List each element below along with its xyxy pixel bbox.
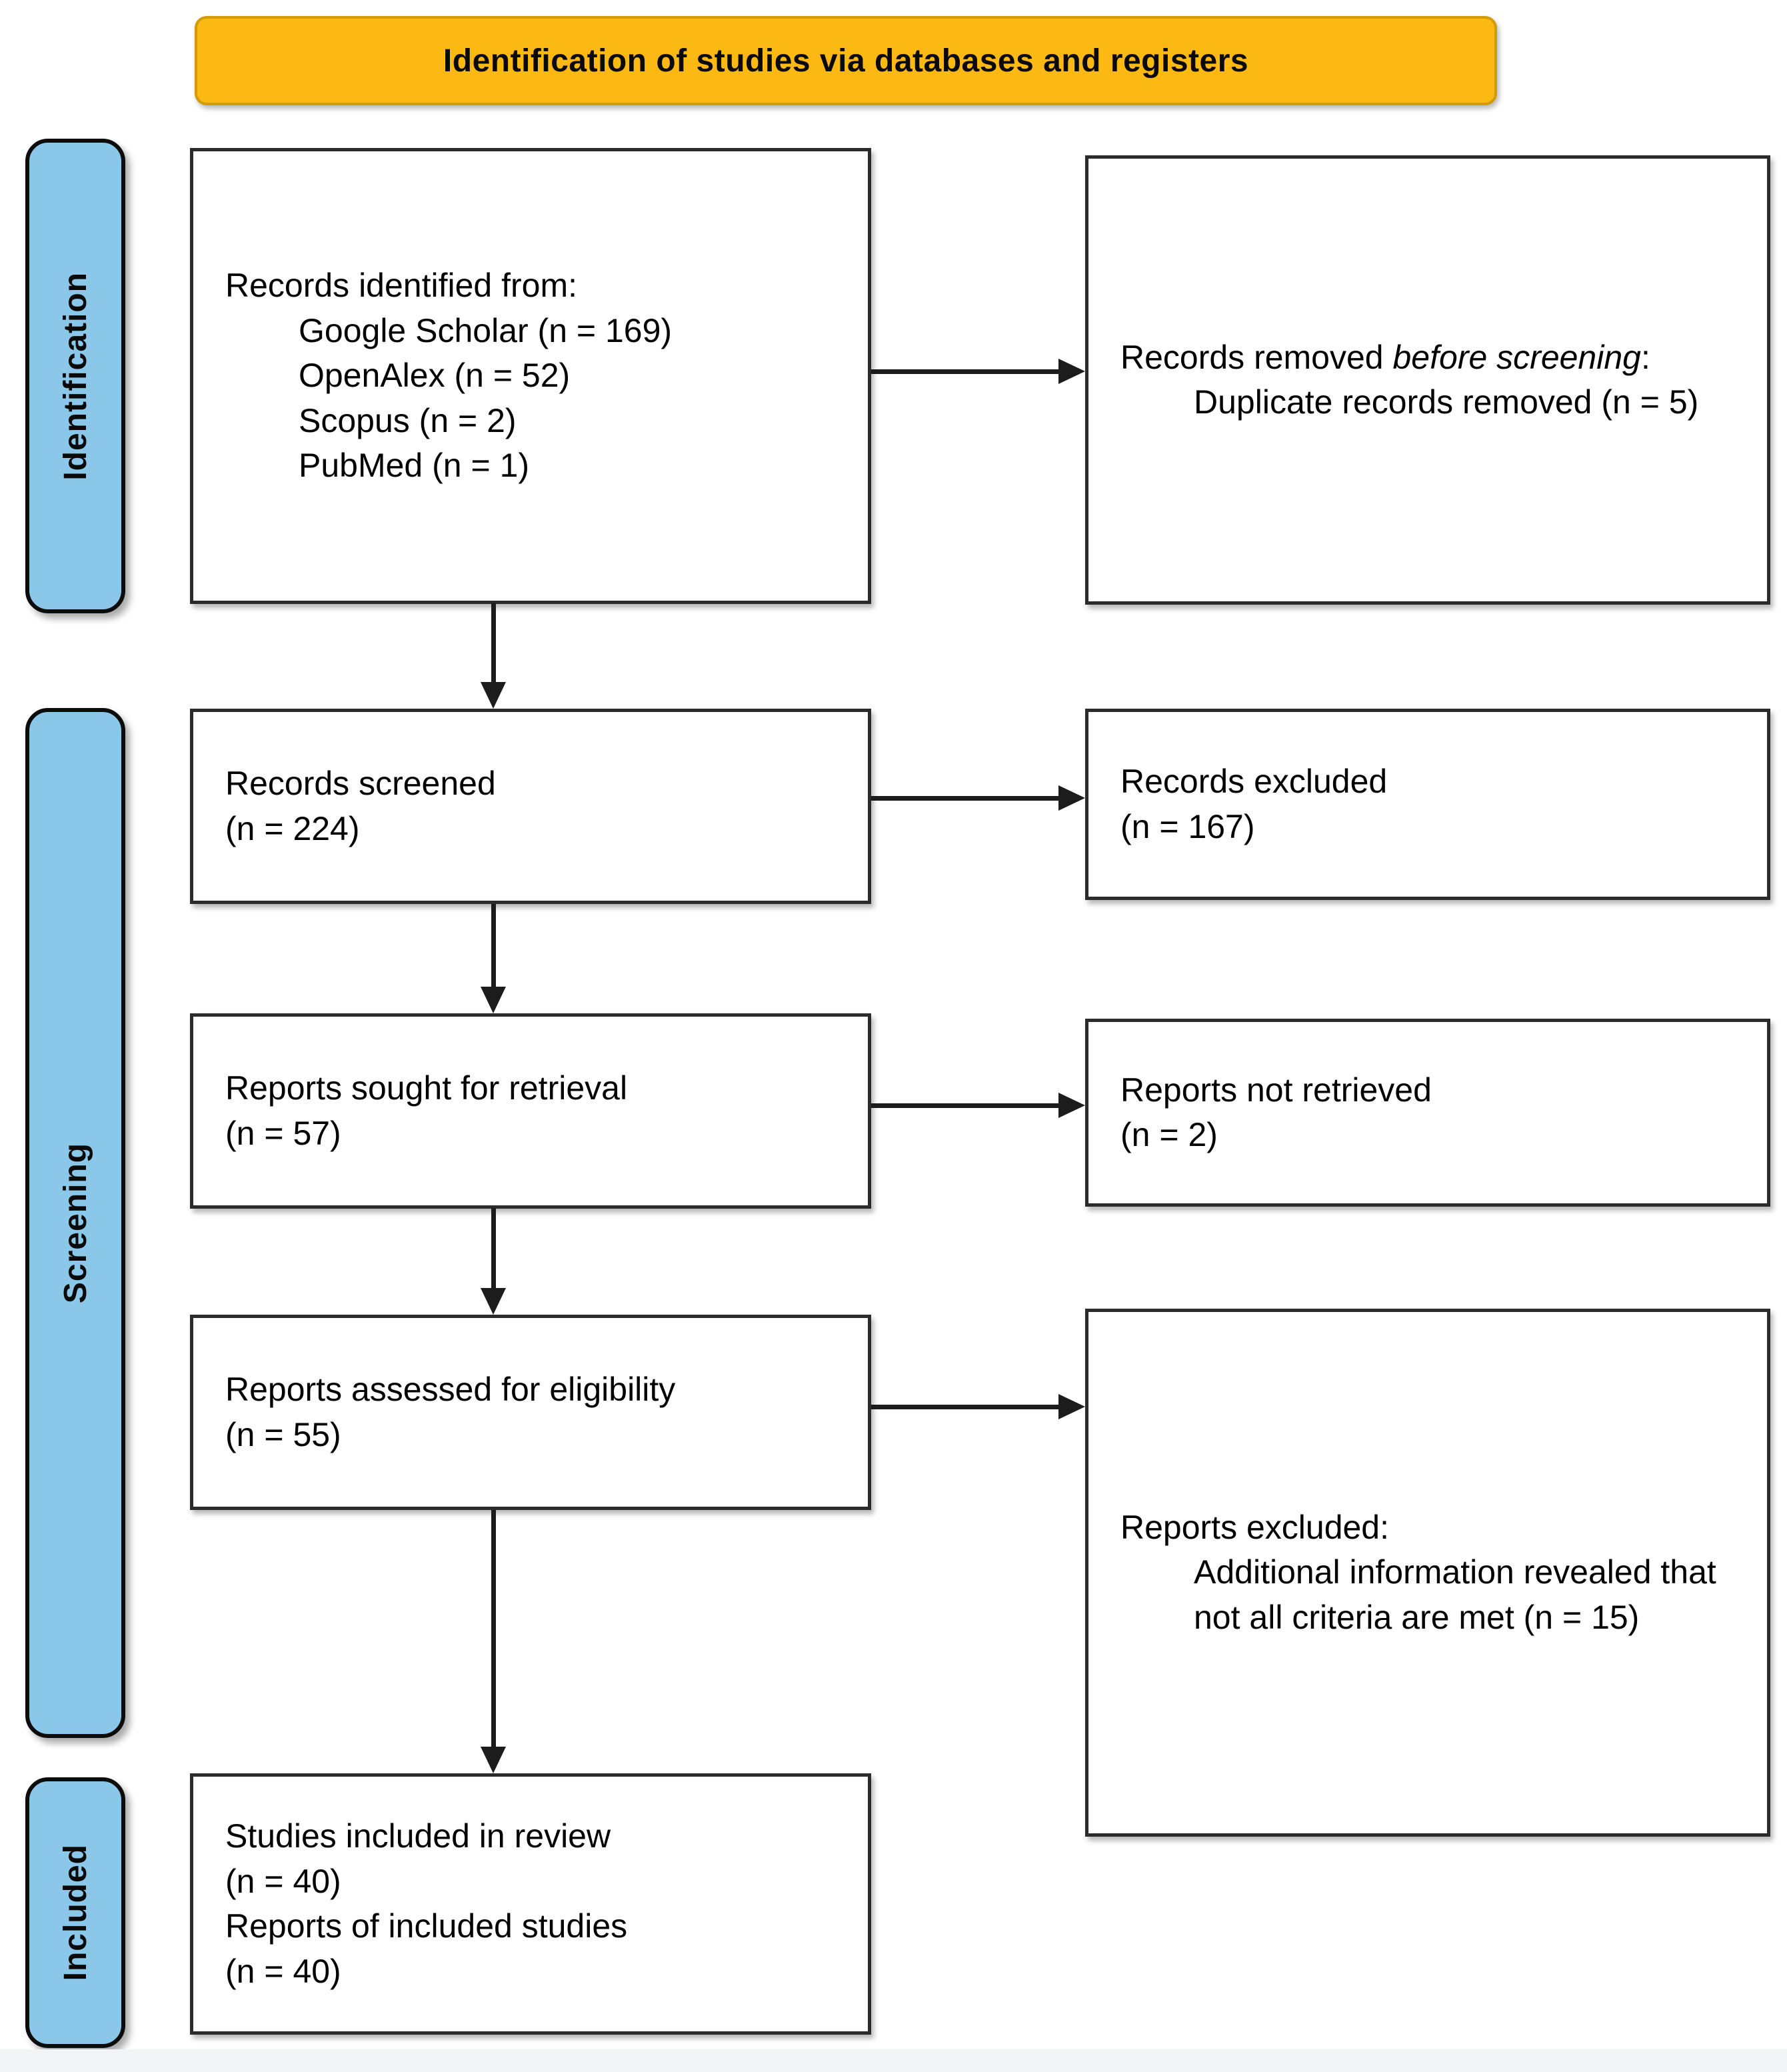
box-list-item: Duplicate records removed (n = 5)	[1194, 383, 1699, 421]
arrow-head-down-icon	[481, 987, 506, 1013]
box-list-item: Google Scholar (n = 169)	[299, 311, 673, 349]
arrow-line	[491, 904, 496, 991]
arrow-line	[491, 603, 496, 687]
records-removed-intro-suffix: :	[1640, 338, 1650, 376]
records-removed-intro-italic: before screening	[1392, 338, 1641, 376]
records-removed-intro: Records removed before screening:	[1120, 335, 1743, 381]
box-list-item: PubMed (n = 1)	[299, 447, 530, 485]
records-screened-text: Records screened (n = 224)	[225, 765, 496, 847]
reports-sought-text: Reports sought for retrieval (n = 57)	[225, 1069, 628, 1152]
banner-title: Identification of studies via databases …	[443, 43, 1249, 79]
box-list-item: OpenAlex (n = 52)	[299, 357, 571, 395]
banner-identification-via-databases: Identification of studies via databases …	[195, 16, 1497, 105]
box-reports-not-retrieved: Reports not retrieved (n = 2)	[1085, 1019, 1770, 1207]
box-records-screened: Records screened (n = 224)	[190, 709, 871, 904]
arrow-head-right-icon	[1058, 785, 1085, 811]
records-identified-intro: Records identified from:	[225, 267, 578, 305]
arrow-line	[491, 1208, 496, 1292]
records-identified-source-list: Google Scholar (n = 169) OpenAlex (n = 52…	[225, 309, 844, 489]
arrow-head-right-icon	[1058, 359, 1085, 384]
records-removed-intro-prefix: Records removed	[1120, 338, 1393, 376]
box-list-item: Additional information revealed that not…	[1194, 1553, 1716, 1636]
arrow-head-down-icon	[481, 1747, 506, 1773]
arrow-line	[871, 1405, 1063, 1409]
box-reports-sought: Reports sought for retrieval (n = 57)	[190, 1013, 871, 1209]
stage-screening: Screening	[25, 708, 125, 1738]
arrow-head-down-icon	[481, 682, 506, 709]
box-records-identified: Records identified from: Google Scholar …	[190, 148, 871, 604]
box-records-excluded: Records excluded (n = 167)	[1085, 709, 1770, 900]
reports-excluded-intro: Reports excluded:	[1120, 1508, 1390, 1546]
box-records-removed: Records removed before screening: Duplic…	[1085, 155, 1770, 605]
stage-screening-label: Screening	[57, 1142, 93, 1304]
arrow-line	[871, 796, 1063, 801]
box-reports-assessed: Reports assessed for eligibility (n = 55…	[190, 1315, 871, 1510]
page-edge-strip	[0, 2049, 1787, 2072]
records-removed-reason-list: Duplicate records removed (n = 5)	[1120, 380, 1743, 425]
box-studies-included: Studies included in review (n = 40) Repo…	[190, 1773, 871, 2035]
arrow-line	[871, 369, 1063, 374]
box-list-item: Scopus (n = 2)	[299, 401, 517, 439]
arrow-line	[871, 1103, 1063, 1108]
arrow-head-right-icon	[1058, 1394, 1085, 1419]
reports-assessed-text: Reports assessed for eligibility (n = 55…	[225, 1371, 676, 1453]
arrow-head-right-icon	[1058, 1093, 1085, 1118]
reports-not-retrieved-text: Reports not retrieved (n = 2)	[1120, 1071, 1432, 1154]
stage-identification-label: Identification	[57, 271, 93, 481]
arrow-head-down-icon	[481, 1288, 506, 1315]
records-excluded-text: Records excluded (n = 167)	[1120, 763, 1388, 845]
stage-identification: Identification	[25, 139, 125, 613]
stage-included-label: Included	[57, 1844, 93, 1981]
reports-excluded-reason-list: Additional information revealed that not…	[1120, 1550, 1743, 1640]
stage-included: Included	[25, 1777, 125, 2048]
box-reports-excluded: Reports excluded: Additional information…	[1085, 1309, 1770, 1837]
arrow-line	[491, 1510, 496, 1750]
studies-included-text: Studies included in review (n = 40) Repo…	[225, 1817, 628, 1990]
